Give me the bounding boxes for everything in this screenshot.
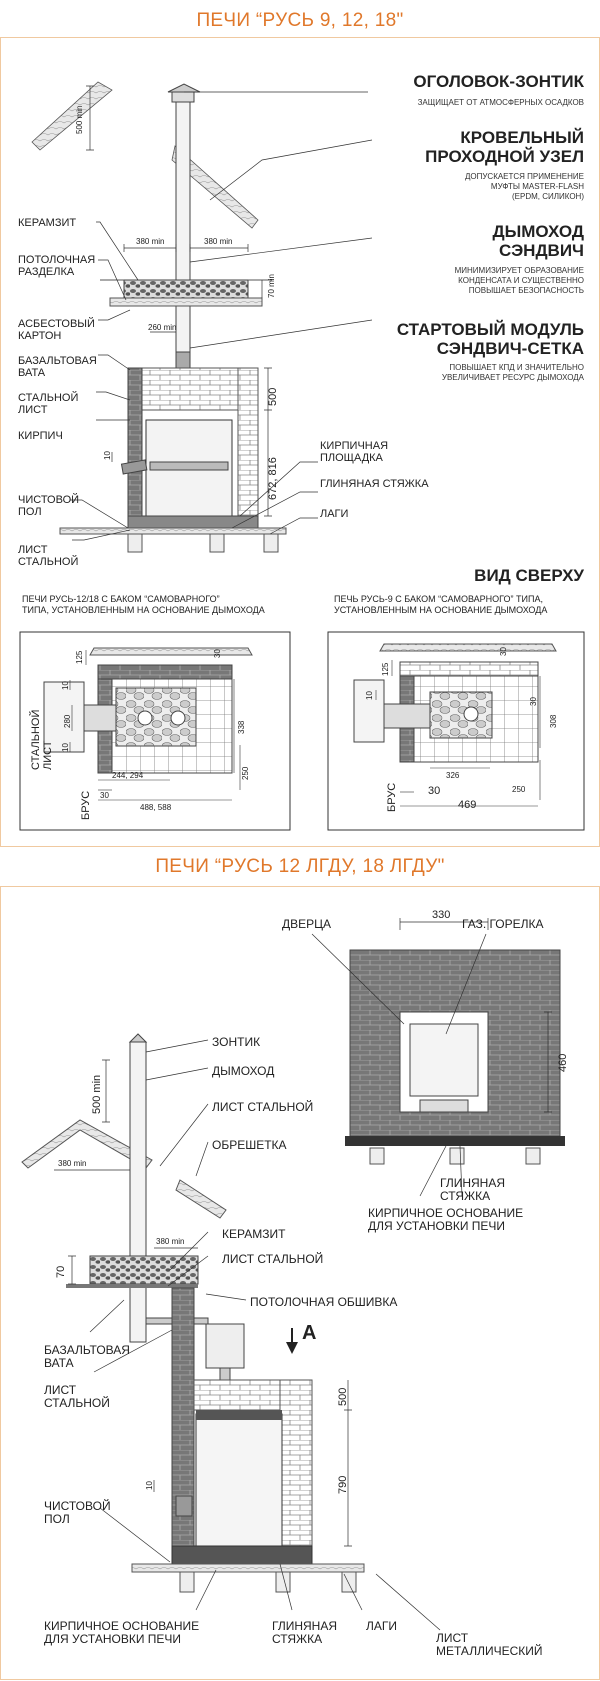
tv-left-dim-4: 338: [237, 720, 246, 734]
leaders-1: [70, 91, 373, 541]
heading-sandwich: ДЫМОХОД СЭНДВИЧ: [492, 222, 585, 260]
tv-left-dim-7: 244, 294: [112, 771, 144, 780]
label-chimney: ДЫМОХОД: [212, 1064, 275, 1078]
front-door-label: ДВЕРЦА: [282, 917, 332, 931]
section1-title: ПЕЧИ “РУСЬ 9, 12, 18": [196, 10, 404, 31]
heading-start-module-desc: ПОВЫШАЕТ КПД И ЗНАЧИТЕЛЬНО УВЕЛИЧИВАЕТ Р…: [441, 363, 584, 382]
label-steel-sheet: СТАЛЬНОЙ ЛИСТ: [18, 392, 79, 416]
side-dim-ceiling: 70: [55, 1266, 67, 1278]
tv-left-dim-1: 30: [213, 649, 222, 658]
side-dims: [54, 1039, 441, 1631]
tv-right-dim-1: 30: [499, 647, 508, 656]
side-dim-ceil: 380 min: [156, 1237, 184, 1246]
label-joists: ЛАГИ: [320, 508, 349, 520]
side-roof: [21, 1119, 227, 1219]
topview-dims: [69, 650, 541, 807]
front-screed-label: ГЛИНЯНАЯ СТЯЖКА: [440, 1176, 505, 1203]
arrow-a-icon: [286, 1328, 298, 1354]
label-brick: КИРПИЧ: [18, 430, 63, 442]
label-clay-screed: ГЛИНЯНАЯ СТЯЖКА: [320, 478, 429, 490]
tv-left-dim-8: 30: [100, 791, 109, 800]
front-width: 330: [432, 909, 450, 921]
label-finish-floor: ЧИСТОВОЙ ПОЛ: [18, 494, 80, 518]
roof-right: [171, 145, 259, 229]
heading-cap: ОГОЛОВОК-ЗОНТИК: [413, 72, 584, 91]
label-asbestos: АСБЕСТОВЫЙ КАРТОН: [18, 318, 95, 342]
label-lathing: ОБРЕШЕТКА: [212, 1138, 287, 1152]
tv-right-dim-4: 308: [549, 714, 558, 728]
label-basalt-2: БАЗАЛЬТОВАЯ ВАТА: [44, 1343, 130, 1370]
side-dim-eave: 380 min: [58, 1159, 86, 1168]
tv-left-dim-2: 10: [61, 681, 70, 690]
side-floor: [131, 1563, 365, 1593]
section2-title: ПЕЧИ “РУСЬ 12 ЛГДУ, 18 ЛГДУ": [155, 856, 445, 877]
tv-right-dim-5: 326: [446, 771, 460, 780]
heading-roof-pass: КРОВЕЛЬНЫЙ ПРОХОДНОЙ УЗЕЛ: [425, 128, 584, 166]
label-finish-floor-2: ЧИСТОВОЙ ПОЛ: [44, 1499, 111, 1526]
label-ceiling-cut: ПОТОЛОЧНАЯ РАЗДЕЛКА: [18, 254, 96, 278]
tv-left-dim-5: 10: [61, 743, 70, 752]
front-dims: [311, 918, 552, 1197]
side-dim-small: 10: [145, 1481, 154, 1490]
front-base-label: КИРПИЧНОЕ ОСНОВАНИЕ ДЛЯ УСТАНОВКИ ПЕЧИ: [368, 1206, 524, 1233]
tv-left-dim-6: 250: [241, 766, 250, 780]
tv-right-dim-0: 125: [381, 662, 390, 676]
heading-sandwich-desc: МИНИМИЗИРУЕТ ОБРАЗОВАНИЕ КОНДЕНСАТА И СУ…: [454, 266, 584, 295]
label-umbrella: ЗОНТИК: [212, 1035, 261, 1049]
front-height: 460: [557, 1054, 569, 1072]
tv-left-dim-0: 125: [75, 650, 84, 664]
floor: [59, 527, 287, 553]
label-keramzit-2: КЕРАМЗИТ: [222, 1227, 286, 1241]
label-brick-base: КИРПИЧНОЕ ОСНОВАНИЕ ДЛЯ УСТАНОВКИ ПЕЧИ: [44, 1619, 200, 1646]
side-ceiling: [66, 1255, 199, 1288]
topview-left-plan: [43, 647, 253, 774]
tv-left-dim-3: 280: [63, 714, 72, 728]
label-steel-sheet-mid: ЛИСТ СТАЛЬНОЙ: [222, 1252, 324, 1266]
heading-roof-pass-desc: ДОПУСКАЕТСЯ ПРИМЕНЕНИЕ МУФТЫ MASTER-FLAS…: [464, 172, 584, 201]
dim-roof: 500 min: [75, 106, 84, 134]
topview-right-plan: [353, 643, 557, 763]
topview-right-caption: ПЕЧЬ РУСЬ-9 С БАКОМ “САМОВАРНОГО” ТИПА, …: [334, 594, 548, 615]
dim-right: 380 min: [204, 237, 232, 246]
tv-left-dim-9: 488, 588: [140, 803, 172, 812]
stove-brick: [120, 367, 259, 529]
label-metal-sheet: ЛИСТ МЕТАЛЛИЧЕСКИЙ: [436, 1631, 543, 1658]
dim-small: 10: [103, 451, 112, 460]
tv-right-dim-3: 30: [529, 697, 538, 706]
label-steel-sheet-top: ЛИСТ СТАЛЬНОЙ: [212, 1100, 314, 1114]
tv-right-dim-6: 250: [512, 785, 526, 794]
heading-cap-desc: ЗАЩИЩАЕТ ОТ АТМОСФЕРНЫХ ОСАДКОВ: [417, 98, 584, 107]
topview-right-box: [327, 631, 585, 831]
side-dim-height: 790: [337, 1476, 349, 1494]
ceiling: [100, 279, 272, 307]
heading-start-module: СТАРТОВЫЙ МОДУЛЬ СЭНДВИЧ-СЕТКА: [396, 320, 584, 358]
tv-right-dim-8: 469: [458, 799, 476, 811]
label-steel-sheet-2: ЛИСТ СТАЛЬНОЙ: [18, 544, 79, 568]
dim-left: 380 min: [136, 237, 164, 246]
dim-ceiling: 70 min: [267, 274, 276, 298]
dim-gap: 260 min: [148, 323, 176, 332]
label-ceiling-lining: ПОТОЛОЧНАЯ ОБШИВКА: [250, 1295, 398, 1309]
front-burner-label: ГАЗ. ГОРЕЛКА: [462, 917, 544, 931]
topview-left-caption: ПЕЧИ РУСЬ-12/18 С БАКОМ “САМОВАРНОГО” ТИ…: [22, 594, 265, 615]
label-keramzit: КЕРАМЗИТ: [18, 217, 77, 229]
tv-right-dim-2: 10: [365, 691, 374, 700]
tv-right-dim-7: 30: [428, 785, 440, 797]
label-brick-pad: КИРПИЧНАЯ ПЛОЩАДКА: [320, 440, 389, 464]
dim-lines-1: [86, 85, 272, 517]
label-clay-screed-2: ГЛИНЯНАЯ СТЯЖКА: [272, 1619, 337, 1646]
label-basalt: БАЗАЛЬТОВАЯ ВАТА: [18, 355, 97, 379]
topview-title: ВИД СВЕРХУ: [474, 566, 584, 585]
dim-top: 500: [267, 388, 279, 406]
label-joists-2: ЛАГИ: [366, 1619, 398, 1633]
topview-left-box: [19, 631, 291, 831]
side-dim-top: 500: [337, 1388, 349, 1406]
arrow-a-label: A: [302, 1322, 317, 1344]
front-view: [345, 949, 565, 1165]
label-steel-sheet-left: ЛИСТ СТАЛЬНОЙ: [44, 1383, 110, 1410]
roof-left: [31, 81, 113, 151]
side-dim-roof: 500 min: [91, 1075, 103, 1114]
